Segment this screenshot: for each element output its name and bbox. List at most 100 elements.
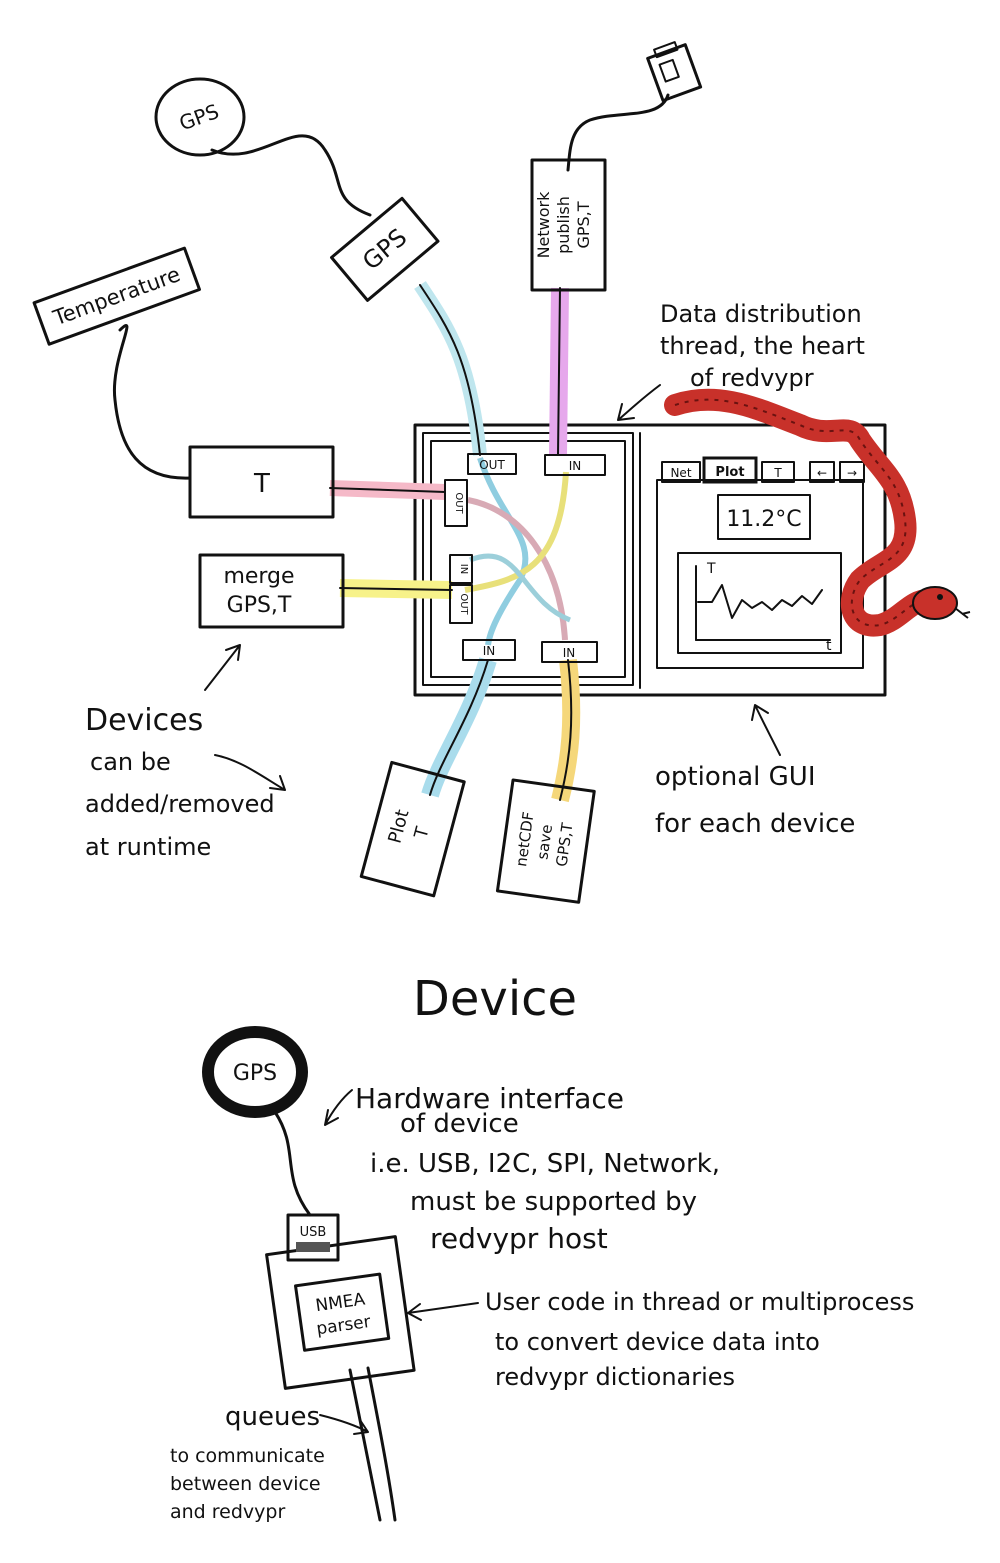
gui-tab-net[interactable]: Net — [661, 461, 701, 483]
svg-text:→: → — [847, 466, 857, 480]
snake-mascot — [664, 388, 971, 637]
svg-text:OUT: OUT — [453, 492, 464, 514]
svg-text:Plot: Plot — [715, 465, 744, 480]
gui-tab-next[interactable]: → — [839, 461, 865, 483]
temp-to-netcdf-cable — [467, 497, 568, 641]
svg-text:parser: parser — [315, 1312, 372, 1339]
gui-arrow — [751, 704, 781, 756]
svg-text:added/removed: added/removed — [85, 790, 275, 818]
gps-sensor-circle — [154, 77, 246, 157]
devices-annotation: Devices can be added/removed at runtime — [85, 703, 275, 861]
temperature-sensor-cable — [112, 323, 192, 480]
svg-text:can be: can be — [90, 748, 171, 776]
devices-down-arrow — [214, 754, 286, 791]
netcdf-in-port: IN — [541, 641, 598, 663]
distribution-arrow — [617, 384, 661, 421]
svg-text:IN: IN — [569, 459, 582, 473]
bottom-gps-cable — [273, 1110, 312, 1217]
bottom-gps-sensor — [202, 1026, 308, 1118]
gui-axis-x-label: t — [826, 638, 832, 654]
gps-sensor-cable — [210, 134, 372, 217]
netcdf-device-label-3: GPS,T — [553, 821, 577, 868]
svg-text:OUT: OUT — [479, 458, 505, 472]
netcdf-save-device[interactable]: netCDF save GPS,T — [495, 778, 596, 904]
temperature-device[interactable]: T — [188, 445, 335, 519]
gui-tab-prev[interactable]: ← — [809, 461, 835, 483]
gui-axis-y-label: T — [706, 561, 716, 577]
gui-plot-line — [697, 584, 823, 619]
distribution-thread-box — [422, 432, 634, 686]
svg-text:for each device: for each device — [655, 809, 855, 839]
usb-connector: USB — [286, 1213, 340, 1262]
svg-text:must be supported by: must be supported by — [410, 1187, 697, 1217]
svg-text:of redvypr: of redvypr — [690, 364, 814, 392]
distribution-annotation: Data distribution thread, the heart of r… — [660, 300, 865, 392]
gui-tab-t[interactable]: T — [761, 461, 795, 483]
device-title: Device — [413, 971, 577, 1027]
network-publish-device[interactable]: Network publish GPS,T — [530, 158, 607, 292]
temperature-out-port: OUT — [444, 479, 468, 527]
plot-device-label-2: T — [410, 824, 434, 842]
temperature-display: 11.2°C — [717, 494, 811, 540]
svg-text:optional GUI: optional GUI — [655, 762, 815, 792]
svg-text:to convert device data into: to convert device data into — [495, 1328, 820, 1356]
gps-device-label: GPS — [357, 223, 412, 276]
merge-in-port: IN — [449, 554, 473, 584]
hardware-arrow — [324, 1089, 353, 1126]
queue-line-b — [366, 1366, 397, 1522]
plot-in-port: IN — [462, 639, 516, 661]
plot-device-label-1: Plot — [384, 807, 413, 845]
temperature-device-label: T — [253, 469, 270, 499]
svg-text:IN: IN — [458, 564, 469, 574]
svg-text:queues: queues — [225, 1402, 320, 1432]
gps-sensor-label: GPS — [176, 99, 222, 135]
gui-tab-plot[interactable]: Plot — [702, 456, 758, 484]
temperature-sensor: Temperature — [32, 246, 201, 346]
hardware-annotation: Hardware interface of device i.e. USB, I… — [355, 1082, 720, 1255]
gui-tabs: Net Plot T ← → — [661, 456, 865, 484]
merge-device[interactable]: merge GPS,T — [198, 553, 345, 629]
svg-text:IN: IN — [483, 644, 496, 658]
netcdf-device-label-1: netCDF — [512, 811, 538, 868]
svg-text:Devices: Devices — [85, 703, 203, 738]
merge-out-port: OUT — [449, 584, 473, 624]
svg-text:IN: IN — [563, 646, 576, 660]
svg-text:Hardware interface: Hardware interface — [355, 1082, 624, 1115]
svg-text:←: ← — [817, 466, 827, 480]
plot-device[interactable]: Plot T — [359, 760, 466, 898]
svg-text:OUT: OUT — [458, 593, 469, 615]
network-device-label-2: publish — [554, 196, 573, 254]
queues-arrow — [319, 1414, 369, 1435]
svg-text:at runtime: at runtime — [85, 833, 211, 861]
svg-text:Data distribution: Data distribution — [660, 300, 862, 328]
merge-to-network-cable — [464, 471, 569, 593]
svg-text:thread, the heart: thread, the heart — [660, 332, 865, 360]
netcdf-device-label-2: save — [533, 823, 556, 860]
nmea-parser-box: NMEA parser — [294, 1272, 391, 1352]
svg-text:11.2°C: 11.2°C — [726, 507, 801, 532]
svg-text:User code in thread or multipr: User code in thread or multiprocess — [485, 1288, 914, 1316]
gui-annotation: optional GUI for each device — [655, 762, 855, 839]
svg-text:redvypr host: redvypr host — [430, 1222, 608, 1255]
network-in-port: IN — [544, 454, 606, 476]
bottom-gps-label: GPS — [233, 1061, 277, 1086]
svg-text:Net: Net — [670, 466, 691, 480]
user-code-arrow — [407, 1302, 479, 1321]
svg-text:of device: of device — [400, 1109, 519, 1139]
merge-device-label-2: GPS,T — [227, 593, 292, 618]
usb-stick-icon — [646, 41, 703, 103]
svg-text:to communicate: to communicate — [170, 1445, 325, 1467]
svg-text:USB: USB — [300, 1225, 327, 1240]
device-outline — [265, 1235, 416, 1390]
svg-text:NMEA: NMEA — [314, 1289, 366, 1316]
gps-out-port: OUT — [467, 453, 517, 475]
devices-up-arrow — [204, 644, 241, 691]
gps-to-plot-cable — [477, 457, 529, 646]
queues-annotation: queues to communicate between device and… — [170, 1402, 325, 1523]
user-code-annotation: User code in thread or multiprocess to c… — [485, 1288, 914, 1391]
network-device-label-3: GPS,T — [574, 201, 593, 248]
svg-text:T: T — [773, 466, 782, 480]
network-device-label-1: Network — [534, 191, 553, 259]
svg-text:and redvypr: and redvypr — [170, 1501, 285, 1523]
